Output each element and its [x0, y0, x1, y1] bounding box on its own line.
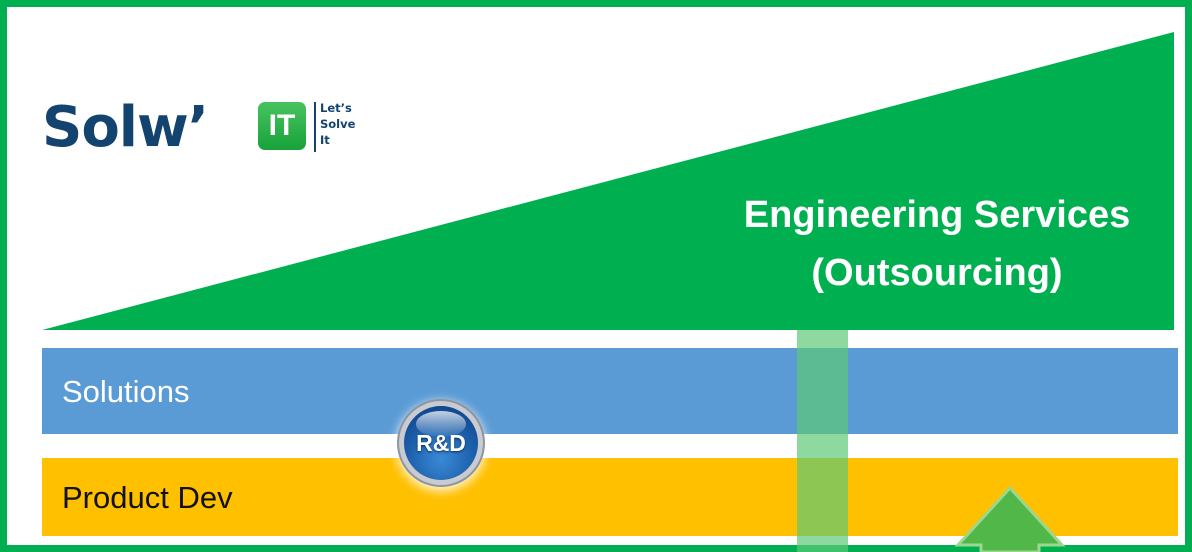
up-arrow-icon: [954, 485, 1066, 552]
product-dev-label: Product Dev: [62, 480, 233, 515]
logo-divider: [314, 102, 316, 152]
logo-wordmark: Solw’: [42, 95, 209, 160]
logo-it-badge: IT: [258, 102, 306, 150]
engineering-title-line-2: (Outsourcing): [811, 252, 1063, 294]
logo-tagline-line: It: [320, 133, 330, 147]
outsourcing-vertical-bar: [797, 330, 848, 552]
logo-tagline-line: Solve: [320, 117, 356, 131]
engineering-services-wedge: [42, 32, 1174, 330]
solutions-label: Solutions: [62, 374, 190, 409]
logo-tagline: Let’s Solve It: [320, 100, 380, 148]
rd-badge: R&D: [404, 406, 478, 480]
engineering-title-line-1: Engineering Services: [743, 194, 1131, 236]
engineering-services-title: Engineering Services (Outsourcing): [692, 186, 1182, 302]
rd-badge-label: R&D: [416, 430, 466, 456]
solutions-band: [42, 348, 1178, 434]
logo-tagline-line: Let’s: [320, 101, 352, 115]
rd-badge-gloss: [416, 411, 466, 437]
